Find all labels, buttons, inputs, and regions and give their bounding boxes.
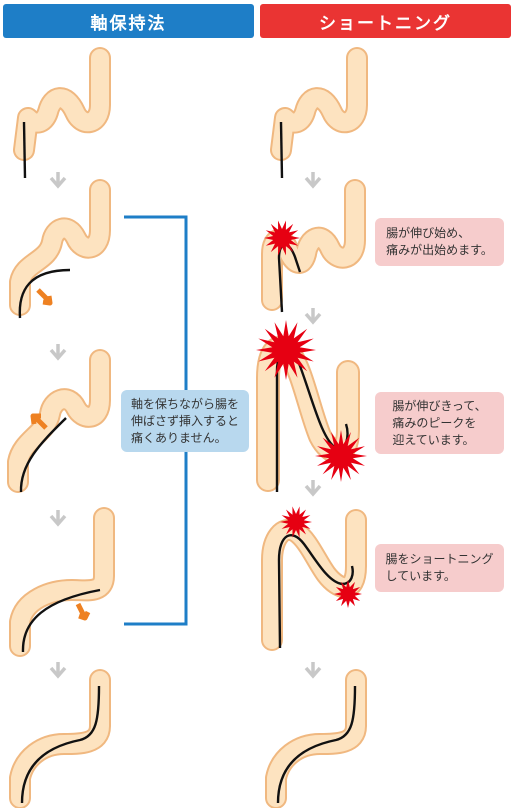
right-step-5-scope bbox=[276, 685, 357, 804]
pain-burst-icon bbox=[334, 580, 362, 608]
left-step-3-intestine bbox=[7, 349, 111, 493]
left-step-5-scope bbox=[20, 685, 101, 804]
axis-hold-note: 軸を保ちながら腸を 伸ばさず挿入すると 痛くありません。 bbox=[121, 390, 249, 452]
right-step-4-scope bbox=[277, 534, 354, 649]
left-step-4-scope bbox=[21, 588, 101, 653]
axis-hold-method-header: 軸保持法 bbox=[3, 4, 254, 38]
orange-arrow-icon bbox=[75, 602, 91, 621]
left-step-2-scope bbox=[18, 268, 71, 319]
shortening-method-header: ショートニング bbox=[260, 4, 511, 38]
stretch-start-note: 腸が伸び始め、 痛みが出始めます。 bbox=[375, 218, 504, 266]
left-step-1-intestine bbox=[13, 47, 111, 161]
right-step-1-intestine bbox=[270, 47, 368, 161]
right-step-1-scope bbox=[279, 121, 284, 179]
pain-burst-icon bbox=[256, 320, 316, 380]
right-step-5-intestine bbox=[265, 669, 367, 808]
shortening-method-title: ショートニング bbox=[319, 13, 452, 34]
orange-arrow-icon bbox=[36, 288, 53, 306]
left-step-2-intestine bbox=[9, 179, 111, 316]
left-step-5-intestine bbox=[9, 669, 111, 808]
pain-burst-icon bbox=[264, 220, 300, 256]
orange-arrow-icon bbox=[30, 413, 48, 430]
pain-peak-note: 腸が伸びきって、 痛みのピークを 迎えています。 bbox=[375, 392, 504, 454]
left-step-4-intestine bbox=[9, 507, 115, 657]
shortening-note: 腸をショートニング しています。 bbox=[375, 544, 504, 592]
left-step-1-scope bbox=[22, 121, 27, 179]
pain-burst-icon bbox=[315, 430, 367, 482]
axis-hold-method-title: 軸保持法 bbox=[90, 13, 167, 34]
pain-burst-icon bbox=[280, 506, 312, 538]
left-step-3-scope bbox=[19, 417, 67, 493]
